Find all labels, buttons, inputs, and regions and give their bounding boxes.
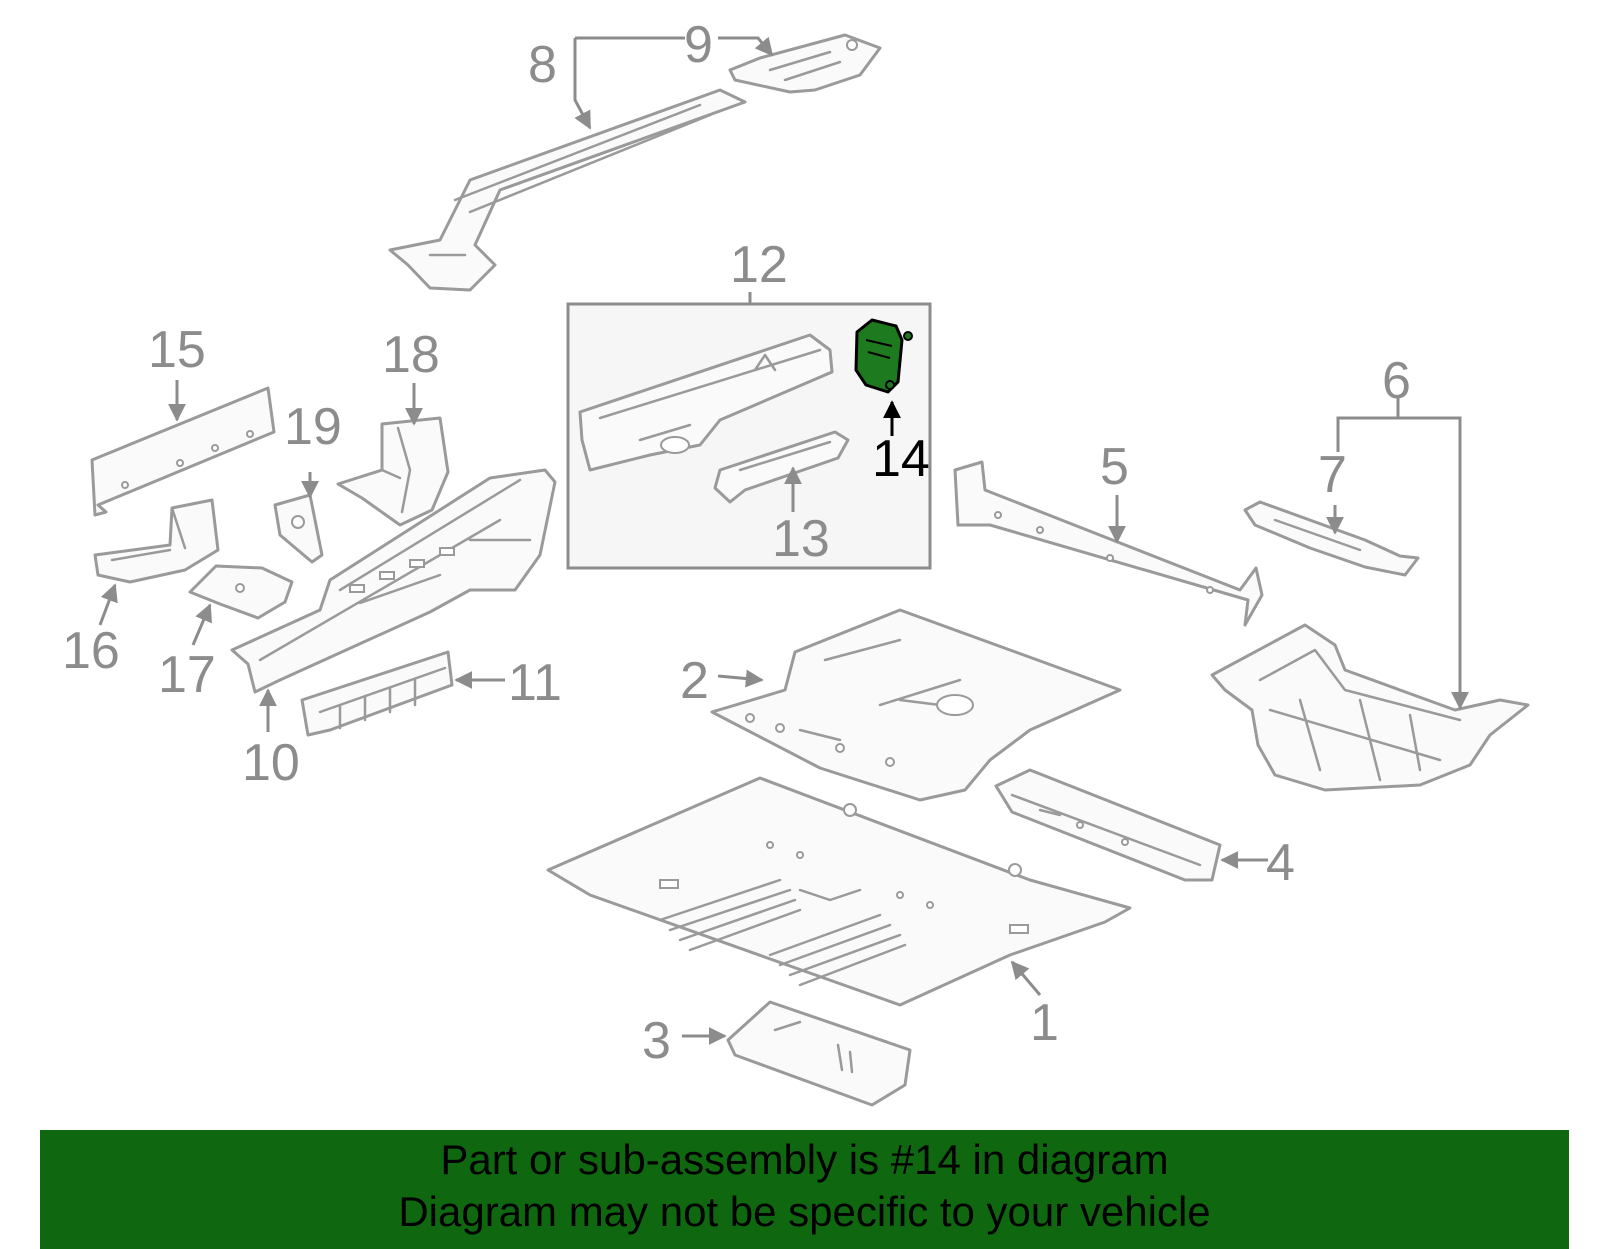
part-6-rear-floor[interactable] — [1210, 623, 1530, 792]
part-19-gusset[interactable] — [273, 493, 324, 564]
part-4-crossmember[interactable] — [994, 768, 1222, 882]
label-13: 13 — [772, 510, 830, 568]
label-19: 19 — [284, 398, 342, 456]
label-3: 3 — [642, 1012, 671, 1070]
label-6: 6 — [1382, 352, 1411, 410]
label-5: 5 — [1100, 438, 1129, 496]
part-11-reinforcement[interactable] — [300, 650, 454, 737]
part-16-bracket[interactable] — [93, 498, 220, 584]
part-3-bracket[interactable] — [726, 1000, 912, 1107]
part-1-main-floor[interactable] — [546, 776, 1132, 1007]
label-14: 14 — [872, 430, 930, 488]
part-12-crossmember[interactable] — [578, 333, 834, 472]
label-15: 15 — [148, 321, 206, 379]
part-17-plate[interactable] — [188, 564, 294, 620]
label-8: 8 — [528, 36, 557, 94]
label-11: 11 — [508, 654, 562, 712]
banner-line-1: Part or sub-assembly is #14 in diagram — [440, 1136, 1169, 1183]
label-10: 10 — [242, 734, 300, 792]
part-18-bracket[interactable] — [336, 416, 450, 527]
part-8-rail[interactable] — [388, 88, 747, 292]
label-4: 4 — [1266, 834, 1295, 892]
label-16: 16 — [62, 622, 120, 680]
part-15-panel[interactable] — [90, 386, 276, 517]
part-14-highlighted[interactable] — [854, 318, 913, 394]
label-17: 17 — [158, 646, 216, 704]
label-12: 12 — [730, 236, 788, 294]
part-2-floor-panel[interactable] — [710, 608, 1122, 802]
banner-line-2: Diagram may not be specific to your vehi… — [398, 1188, 1211, 1235]
notice-banner: Part or sub-assembly is #14 in diagram D… — [40, 1130, 1569, 1249]
part-9-bracket[interactable] — [728, 33, 882, 94]
label-2: 2 — [680, 652, 709, 710]
label-9: 9 — [684, 16, 713, 74]
part-10-rail[interactable] — [230, 468, 557, 694]
part-7-bracket[interactable] — [1243, 500, 1420, 577]
label-18: 18 — [382, 326, 440, 384]
label-7: 7 — [1318, 446, 1347, 504]
label-1: 1 — [1030, 994, 1059, 1052]
